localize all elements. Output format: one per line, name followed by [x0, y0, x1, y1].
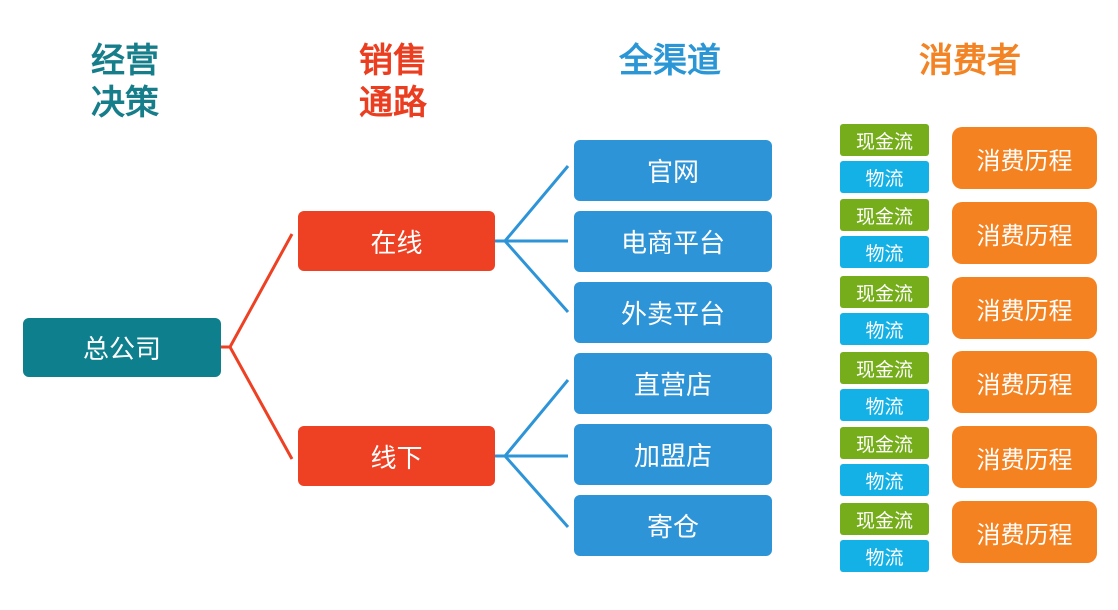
logistics-tag: 物流 [840, 464, 929, 496]
sales-path-online: 在线 [298, 211, 495, 271]
cash-flow-tag: 现金流 [840, 503, 929, 535]
cash-flow-tag: 现金流 [840, 427, 929, 459]
consumer-journey-box: 消费历程 [952, 351, 1097, 413]
header-decision: 经营 决策 [91, 41, 159, 123]
channel-official-site: 官网 [574, 140, 772, 201]
consumer-journey-box: 消费历程 [952, 127, 1097, 189]
connector-online-official-site [495, 165, 570, 243]
logistics-tag: 物流 [840, 161, 929, 193]
cash-flow-tag: 现金流 [840, 276, 929, 308]
consumer-journey-box: 消费历程 [952, 501, 1097, 563]
connector-offline-direct-store [495, 379, 570, 458]
connector-online-delivery [503, 240, 570, 313]
consumer-journey-box: 消费历程 [952, 202, 1097, 264]
logistics-tag: 物流 [840, 540, 929, 572]
consumer-journey-box: 消费历程 [952, 277, 1097, 339]
cash-flow-tag: 现金流 [840, 199, 929, 231]
connector-offline-consignment [503, 455, 570, 528]
root-node-headquarters: 总公司 [23, 318, 221, 377]
channel-consignment: 寄仓 [574, 495, 772, 556]
consumer-journey-box: 消费历程 [952, 426, 1097, 488]
header-consumer: 消费者 [919, 41, 1021, 81]
connector-root-offline [228, 346, 294, 460]
sales-path-offline: 线下 [298, 426, 495, 486]
cash-flow-tag: 现金流 [840, 352, 929, 384]
channel-delivery-platform: 外卖平台 [574, 282, 772, 343]
logistics-tag: 物流 [840, 236, 929, 268]
logistics-tag: 物流 [840, 389, 929, 421]
channel-direct-store: 直营店 [574, 353, 772, 414]
connector-root-online [221, 233, 294, 349]
cash-flow-tag: 现金流 [840, 124, 929, 156]
header-all-channels: 全渠道 [619, 41, 721, 81]
channel-franchise-store: 加盟店 [574, 424, 772, 485]
header-sales-path: 销售 通路 [359, 41, 427, 123]
logistics-tag: 物流 [840, 313, 929, 345]
channel-ecommerce-platform: 电商平台 [574, 211, 772, 272]
